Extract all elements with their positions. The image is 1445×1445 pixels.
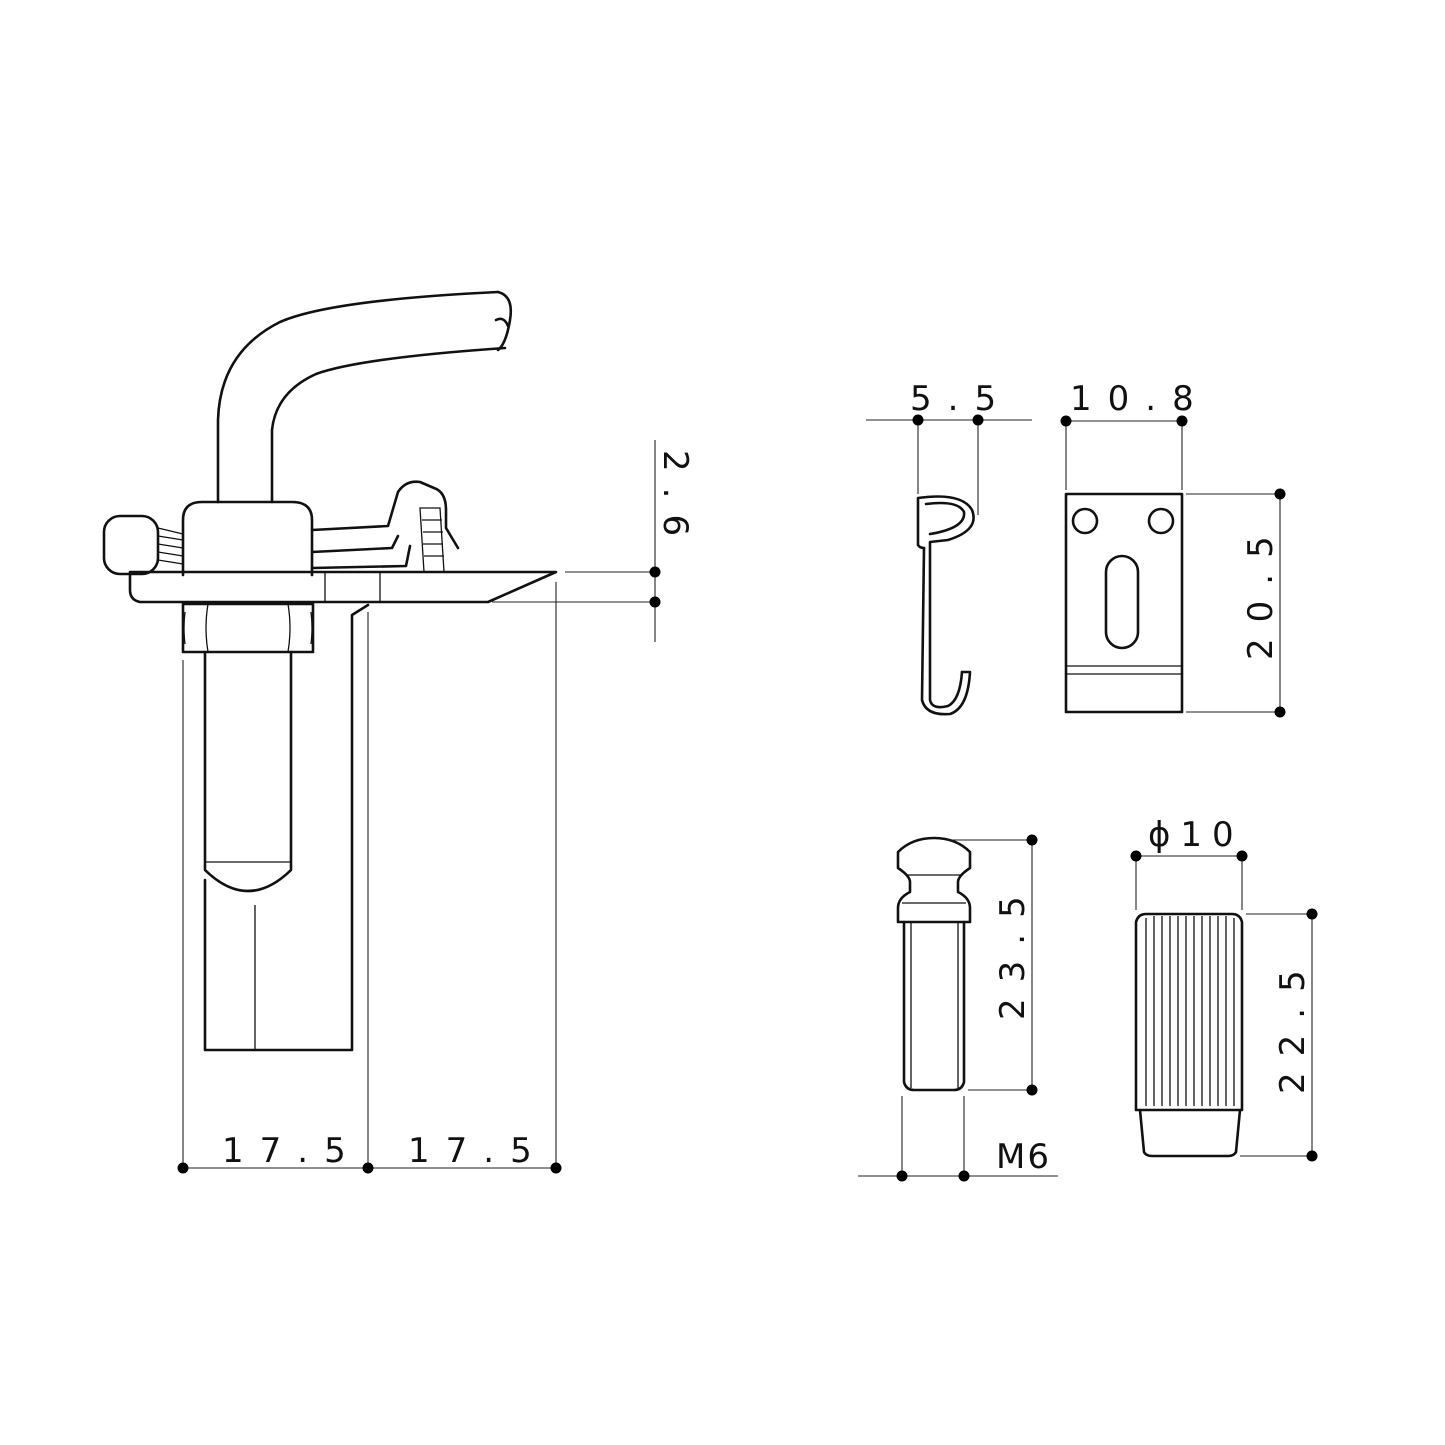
dim-plate-height-label: 20.5 bbox=[1241, 520, 1281, 660]
knob-tip bbox=[1138, 1108, 1242, 1158]
housing bbox=[203, 603, 370, 1052]
hex-nut bbox=[181, 602, 315, 654]
dim-hook-width-label: 5.5 bbox=[910, 379, 1012, 419]
lever-arm bbox=[310, 480, 460, 570]
shank bbox=[203, 650, 293, 893]
plate-body bbox=[1064, 492, 1184, 714]
main-dimensions: 2.6 17.5 17.5 bbox=[177, 440, 695, 1174]
stud-dimensions: 23.5 M6 bbox=[858, 834, 1058, 1182]
spring bbox=[157, 527, 184, 565]
knob-part bbox=[1134, 912, 1244, 1158]
plate-dimensions: 10.8 20.5 bbox=[1060, 379, 1286, 718]
stud-part bbox=[896, 836, 972, 1092]
dim-thickness-label: 2.6 bbox=[655, 450, 695, 552]
plate-part bbox=[1064, 492, 1184, 714]
collar bbox=[181, 500, 314, 577]
main-assembly bbox=[102, 290, 558, 1052]
hook-dimensions: 5.5 bbox=[866, 379, 1032, 515]
lever-screw bbox=[419, 507, 445, 573]
rod bbox=[216, 290, 507, 504]
dim-width-left-label: 17.5 bbox=[222, 1131, 362, 1171]
hook-wire bbox=[916, 495, 975, 709]
dim-stud-height-label: 23.5 bbox=[993, 880, 1033, 1020]
dim-knob-height-label: 22.5 bbox=[1273, 954, 1313, 1094]
plate-hole-right bbox=[1147, 507, 1175, 535]
dim-knob-diameter-label: ϕ10 bbox=[1148, 815, 1244, 855]
knurling bbox=[1145, 916, 1235, 1106]
dim-width-right-label: 17.5 bbox=[408, 1131, 548, 1171]
knob-body bbox=[1134, 912, 1244, 1112]
plate-slot bbox=[1104, 554, 1140, 650]
rod-end bbox=[494, 290, 513, 352]
dim-stud-thread-label: M6 bbox=[996, 1137, 1051, 1177]
base-plate bbox=[128, 570, 558, 604]
knob-dimensions: ϕ10 22.5 bbox=[1130, 815, 1318, 1162]
dim-plate-width-label: 10.8 bbox=[1070, 379, 1210, 419]
screw-cap bbox=[102, 514, 160, 576]
hook-part bbox=[916, 495, 975, 716]
stud-head bbox=[896, 836, 972, 924]
stud-shank bbox=[902, 920, 966, 1092]
plate-hole-left bbox=[1071, 507, 1099, 535]
